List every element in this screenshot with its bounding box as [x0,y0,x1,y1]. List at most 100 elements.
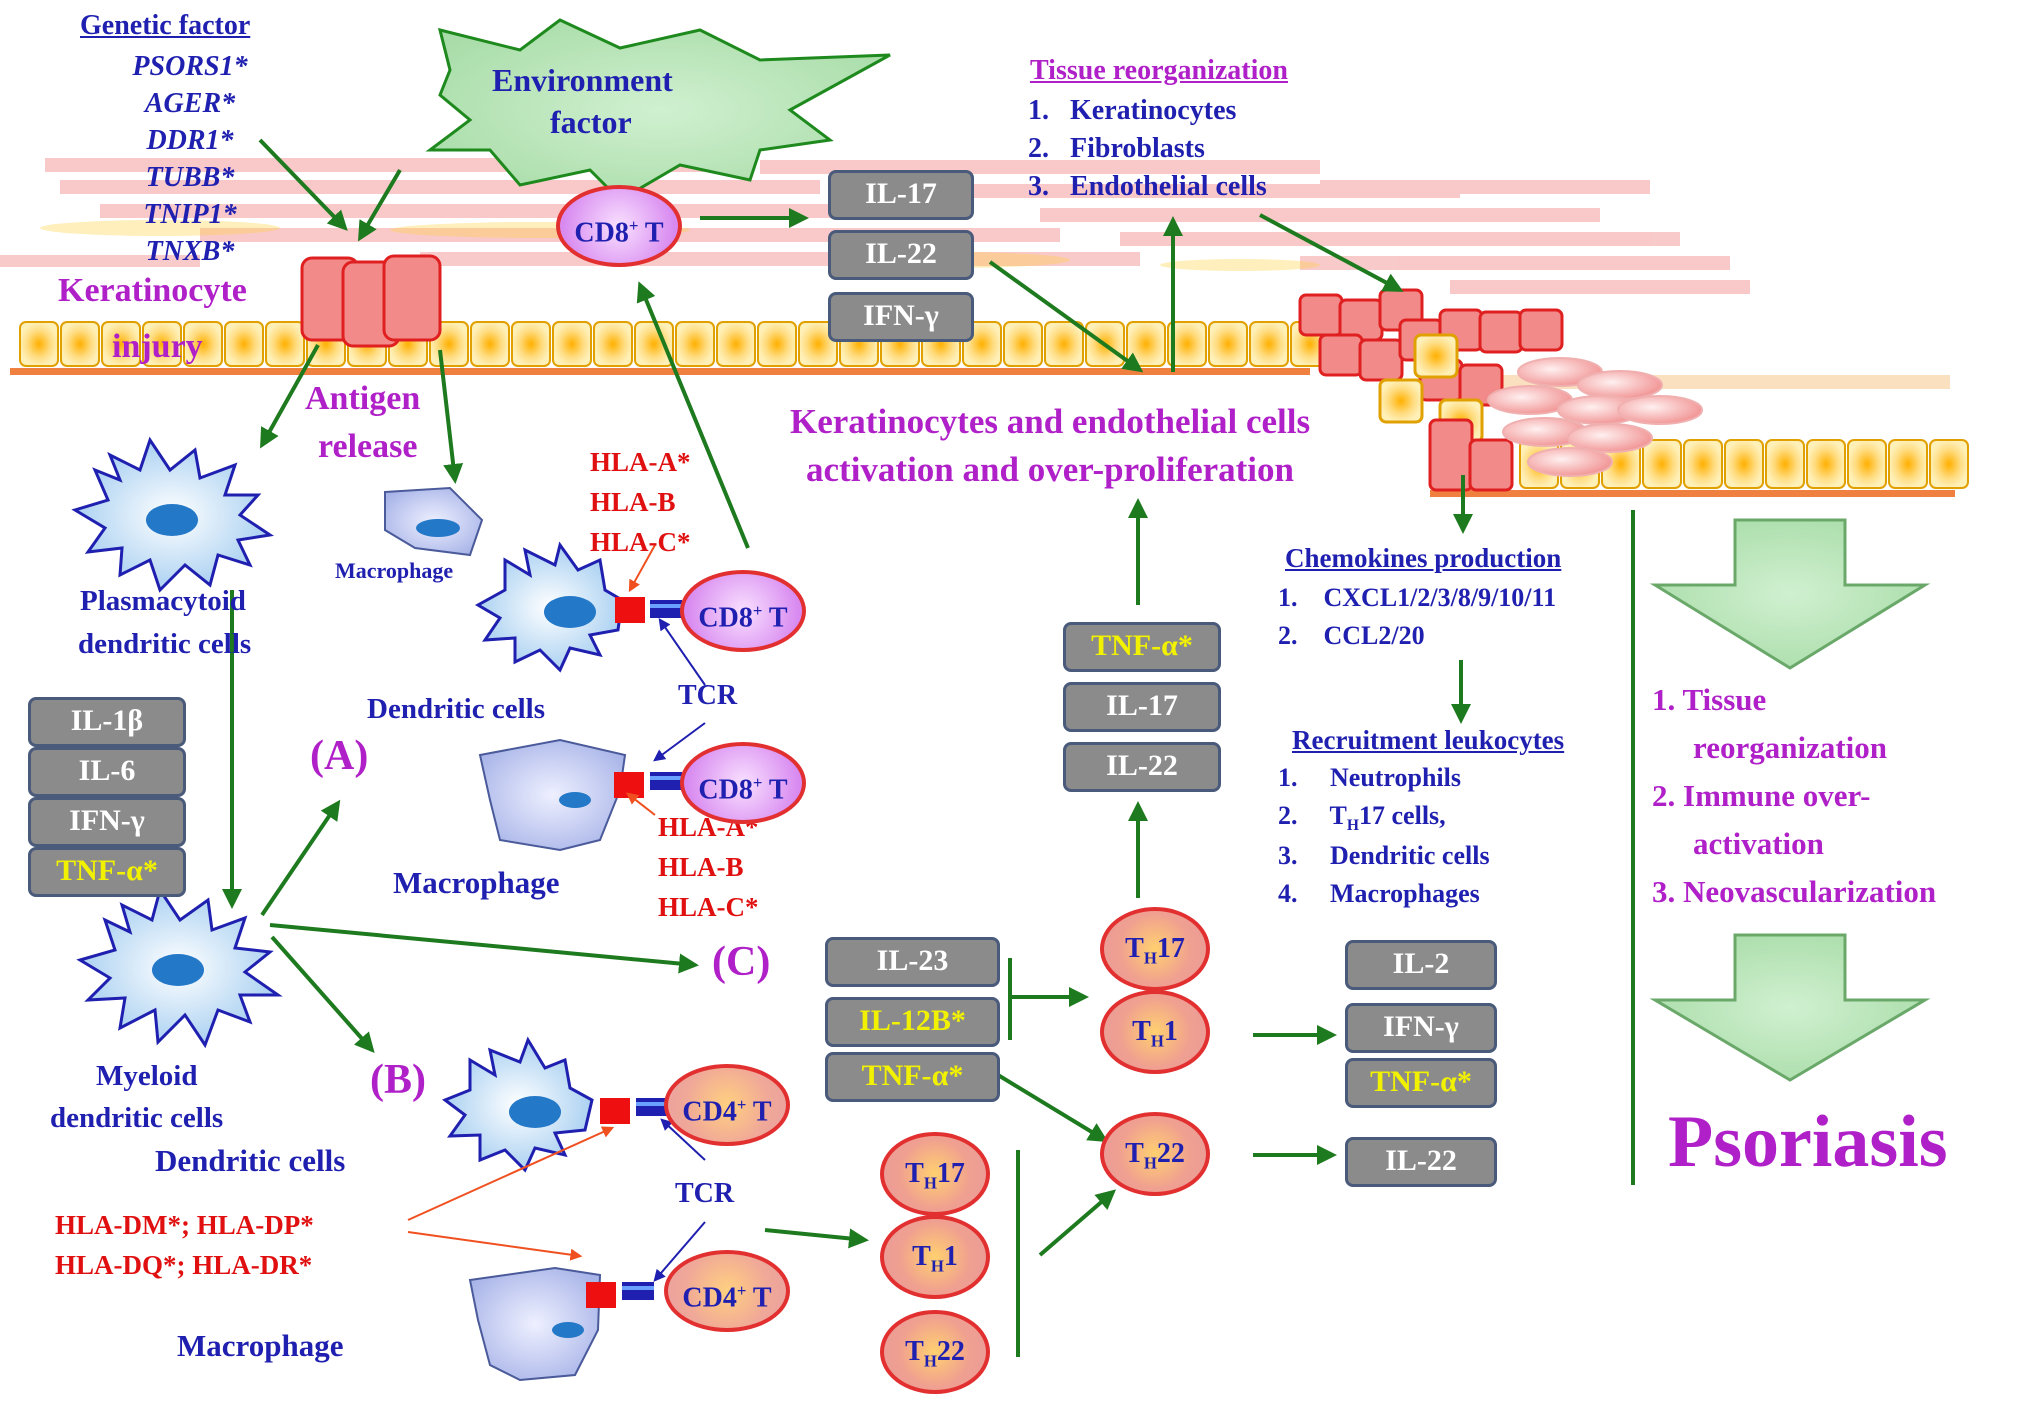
cd4-base: CD4 [682,1282,737,1314]
keratinocyte-cell [798,321,838,367]
activation-line-2: activation and over-proliferation [806,450,1295,489]
gene-ddr1: DDR1* [146,125,234,156]
gene-tnip1: TNIP1* [143,199,237,230]
recruitment-item-2-num: 2. T [1278,801,1347,830]
cyto-center-il17: IL-17 [1063,682,1221,732]
pathway-label-c: (C) [712,939,771,985]
pathway-label-a: (A) [310,733,369,779]
environment-label-2: factor [550,104,632,140]
hla-lower-2: HLA-B [658,852,744,882]
hla-upper-2: HLA-B [590,487,676,517]
proliferating-tissue [1298,288,1969,497]
keratinocyte-cell [1888,439,1928,489]
cyto-input-il12b: IL-12B* [825,997,1000,1047]
outcome-2a: 2. Immune over- [1652,778,1871,813]
cd4-tail: T [746,1282,772,1314]
th22-cell-lower: TH22 [880,1310,990,1394]
keratinocyte-cell [1806,439,1846,489]
th-base: T [912,1241,931,1272]
th-sub: H [1143,948,1157,968]
pdc-label-1: Plasmacytoid [80,585,246,617]
tcr-label-b: TCR [675,1178,735,1209]
cyto-cd8-il17: IL-17 [828,170,974,220]
macrophage-b-label: Macrophage [177,1328,344,1363]
genetic-gene-list: PSORS1* AGER* DDR1* TUBB* TNIP1* TNXB* [110,48,270,270]
th-sub: H [930,1256,944,1276]
gene-tnxb: TNXB* [145,236,235,267]
keratinocyte-cell [1003,321,1043,367]
cd8-sup: + [628,216,639,235]
cyto-center-il22: IL-22 [1063,742,1221,792]
keratinocyte-cell [1847,439,1887,489]
keratinocyte-cell [19,321,59,367]
hla-class2-2: HLA-DQ*; HLA-DR* [55,1250,313,1280]
hla-pointers [407,544,656,1261]
keratinocyte-cell [1208,321,1248,367]
gene-psors1: PSORS1* [132,51,248,82]
outcome-arrow-bottom [1649,933,1931,1082]
cyto-pdc-il1b: IL-1β [28,697,186,747]
recruitment-item-4: 4. Macrophages [1278,879,1480,908]
gene-ager: AGER* [144,88,236,119]
cd4-base: CD4 [682,1096,737,1128]
tcr-label-a: TCR [678,680,738,711]
keratinocyte-cell [1724,439,1764,489]
keratinocyte-cell [101,321,141,367]
cd4-sup: + [736,1281,747,1300]
keratinocyte-cell [1126,321,1166,367]
cyto-input-il23: IL-23 [825,937,1000,987]
outcome-1b: reorganization [1693,730,1888,765]
tissue-reorg-title: Tissue reorganization [1030,55,1288,86]
chemokine-item-2: 2. CCL2/20 [1278,621,1425,650]
keratinocyte-cell [593,321,633,367]
activation-line-1: Keratinocytes and endothelial cells [790,402,1311,441]
keratinocyte-cell [675,321,715,367]
outcome-2b: activation [1693,826,1824,861]
cd8-base: CD8 [574,217,629,249]
cd8-base: CD8 [698,774,753,806]
gene-tubb: TUBB* [145,162,235,193]
cd8-tail: T [762,774,788,806]
th22-num: 22 [1156,1138,1185,1169]
pathway-label-b: (B) [370,1057,426,1103]
keratinocyte-layer [10,321,1330,375]
th1-num: 1 [1163,1016,1178,1047]
outcome-1a: 1. Tissue [1652,682,1767,717]
cd8-sup: + [752,601,763,620]
keratinocyte-cell [224,321,264,367]
cyto-th1-ifng: IFN-γ [1345,1003,1497,1053]
cyto-cd8-ifng: IFN-γ [828,292,974,342]
recruitment-item-3: 3. Dendritic cells [1278,841,1490,870]
outcome-3: 3. Neovascularization [1652,874,1937,909]
th17-num: 17 [936,1158,965,1189]
tissue-reorg-item-2: 2. Fibroblasts [1028,133,1205,164]
cd8-base: CD8 [698,602,753,634]
recruitment-item-2-sub: H [1346,817,1360,835]
psoriasis-title: Psoriasis [1668,1101,1948,1183]
tissue-reorg-item-1: 1. Keratinocytes [1028,95,1237,126]
keratinocyte-cell [265,321,305,367]
keratinocyte-cell [757,321,797,367]
cd4-t-cell-mac: CD4+ T [664,1250,790,1332]
hla-lower-3: HLA-C* [658,892,759,922]
th1-cell-center: TH1 [1100,990,1210,1074]
th-sub: H [1150,1031,1164,1051]
hla-upper-3: HLA-C* [590,527,691,557]
mhc-tcr-complexes [586,597,682,1308]
keratinocyte-cell [142,321,182,367]
cd8-t-cell-a-mac: CD8+ T [680,742,806,824]
recruitment-item-1: 1. Neutrophils [1278,763,1461,792]
antigen-release-1: Antigen [305,380,421,417]
mdc-label-1: Myeloid [96,1060,198,1092]
keratinocyte-cell [1249,321,1289,367]
keratinocyte-cell [716,321,756,367]
keratinocyte-injury-2: injury [112,328,203,365]
th1-cell-lower: TH1 [880,1215,990,1299]
recruitment-item-2-rest: 17 cells, [1359,801,1446,830]
keratinocyte-cell [1929,439,1969,489]
cyto-pdc-il6: IL-6 [28,747,186,797]
th17-cell-center: TH17 [1100,907,1210,991]
keratinocyte-cell [183,321,223,367]
pdc-label-2: dendritic cells [78,628,252,660]
th-sub: H [923,1173,937,1193]
